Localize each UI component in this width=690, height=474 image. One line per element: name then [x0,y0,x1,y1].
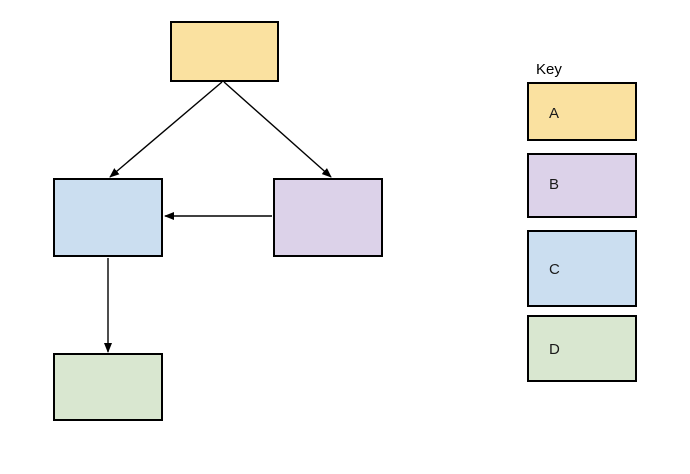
flow-node-n1[interactable] [170,21,279,82]
key-item-d[interactable] [527,315,637,382]
flow-edge-n1-to-n3 [223,81,332,178]
key-item-c[interactable] [527,230,637,307]
key-item-label-c: C [549,261,560,278]
flow-node-n4[interactable] [53,353,163,421]
key-item-label-a: A [549,105,560,122]
flow-edge-n1-to-n2 [109,81,223,178]
key-title: Key [536,61,562,78]
flow-node-n2[interactable] [53,178,163,257]
key-item-label-d: D [549,341,560,358]
key-item-label-b: B [549,176,560,193]
flow-node-n3[interactable] [273,178,383,257]
key-item-b[interactable] [527,153,637,218]
key-item-a[interactable] [527,82,637,141]
